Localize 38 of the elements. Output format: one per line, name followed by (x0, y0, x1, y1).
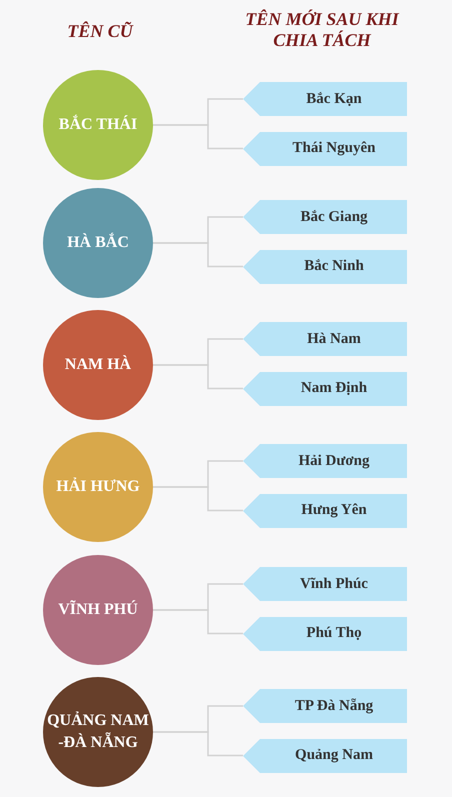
connector-line (153, 486, 243, 512)
connector-line (153, 242, 243, 268)
column-heading: TÊN CŨ (66, 20, 134, 42)
province-tag (243, 494, 407, 528)
province-name: Bắc Ninh (304, 257, 364, 276)
province-name: Bắc Kạn (306, 90, 362, 109)
region-name: HÀ BẮC (67, 232, 129, 253)
province-name: Quảng Nam (295, 746, 373, 766)
connector-line (153, 609, 243, 634)
province-name: TP Đà Nẵng (294, 696, 374, 716)
province-tag (243, 250, 407, 284)
region-name: VĨNH PHÚ (58, 599, 138, 620)
province-tag (243, 200, 407, 234)
province-name: Hà Nam (307, 330, 361, 349)
connector-line (153, 731, 243, 756)
province-name: Bắc Giang (300, 208, 368, 227)
region-name: QUẢNG NAM -ĐÀ NẴNG (47, 710, 149, 753)
region-name: BẮC THÁI (58, 114, 138, 135)
province-name: Thái Nguyên (292, 139, 376, 158)
region-name: HẢI HƯNG (56, 476, 140, 497)
province-tag (243, 322, 407, 356)
connector-line (153, 124, 243, 150)
province-tag (243, 82, 407, 116)
province-name: Hưng Yên (301, 501, 367, 520)
province-tag (243, 567, 407, 601)
province-name: Vĩnh Phúc (300, 574, 368, 594)
column-heading: TÊN MỚI SAU KHI CHIA TÁCH (244, 9, 400, 51)
province-name: Nam Định (300, 379, 368, 398)
province-name: Hải Dương (298, 452, 370, 471)
connector-line (153, 364, 243, 390)
province-tag (243, 689, 407, 723)
province-tag (243, 372, 407, 406)
region-name: NAM HÀ (64, 354, 132, 375)
province-tag (243, 444, 407, 478)
province-tag (243, 616, 407, 650)
province-name: Phú Thọ (306, 624, 362, 644)
province-tag (243, 132, 407, 166)
province-tag (243, 738, 407, 772)
